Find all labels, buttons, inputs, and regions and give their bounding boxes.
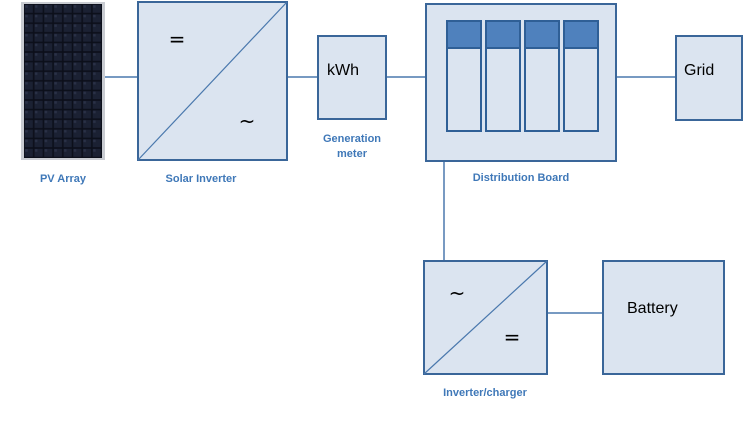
- battery-text: Battery: [627, 300, 678, 317]
- grid: Grid: [675, 35, 743, 121]
- inverter-charger: ~ =: [423, 260, 548, 375]
- solar-inverter: = ~: [137, 1, 288, 161]
- pv-array-label: PV Array: [40, 173, 87, 185]
- dc-symbol: =: [169, 27, 186, 51]
- generation-meter-label-line2: meter: [337, 148, 368, 160]
- inverter-charger-label: Inverter/charger: [443, 387, 527, 399]
- breaker: [446, 20, 482, 132]
- grid-text: Grid: [684, 62, 714, 79]
- breaker: [524, 20, 560, 132]
- breaker: [563, 20, 599, 132]
- generation-meter-label-line1: Generation: [323, 133, 381, 145]
- ac-symbol: ~: [449, 281, 466, 305]
- meter-kwh-text: kWh: [327, 62, 359, 79]
- dc-symbol: =: [504, 325, 521, 349]
- generation-meter: kWh: [317, 35, 387, 120]
- battery: Battery: [602, 260, 725, 375]
- solar-inverter-label: Solar Inverter: [166, 173, 238, 185]
- breaker: [485, 20, 521, 132]
- ac-symbol: ~: [239, 109, 256, 133]
- distribution-board: [425, 3, 617, 162]
- solar-panel-icon: [21, 2, 105, 160]
- distribution-board-label: Distribution Board: [473, 172, 570, 184]
